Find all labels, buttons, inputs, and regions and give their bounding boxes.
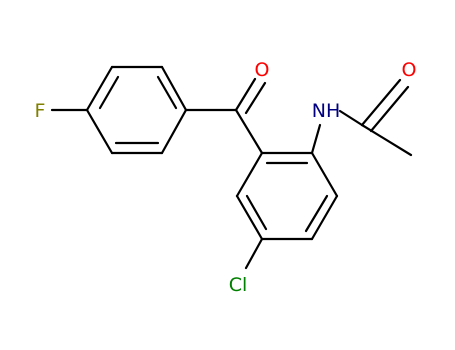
atom-label-amide-oxygen: O	[402, 59, 417, 81]
b-cr-5-inner	[245, 194, 268, 231]
b-fr-3	[160, 65, 188, 112]
b-fr-3-inner	[156, 75, 178, 110]
bond-lines	[50, 65, 413, 270]
atom-label-amide-nitrogen: NH	[312, 100, 341, 122]
atom-label-fluorine: F	[35, 100, 46, 122]
b-fr-6	[85, 108, 114, 155]
b-cr-n	[310, 123, 322, 155]
b-co-2	[244, 81, 267, 115]
b-fr-4	[160, 108, 188, 155]
b-fr-1-inner	[98, 75, 120, 110]
b-n-c	[338, 109, 364, 127]
b-co-1	[234, 77, 257, 112]
b-cr-3	[310, 194, 339, 241]
b-fr-1	[85, 65, 114, 112]
b-c-o1	[360, 78, 402, 127]
b-cr-2	[310, 151, 339, 198]
b-c-me	[360, 123, 413, 157]
atom-labels: F O NH O Cl	[35, 59, 417, 296]
b-cr-6	[235, 151, 264, 198]
b-co-ring	[234, 108, 264, 155]
b-cr-5	[235, 194, 264, 241]
atom-label-chlorine: Cl	[229, 274, 248, 296]
b-cr-3-inner	[304, 194, 329, 233]
atom-label-ketone-oxygen: O	[255, 59, 270, 81]
b-c-o2	[369, 85, 410, 133]
b-cl	[244, 237, 264, 270]
